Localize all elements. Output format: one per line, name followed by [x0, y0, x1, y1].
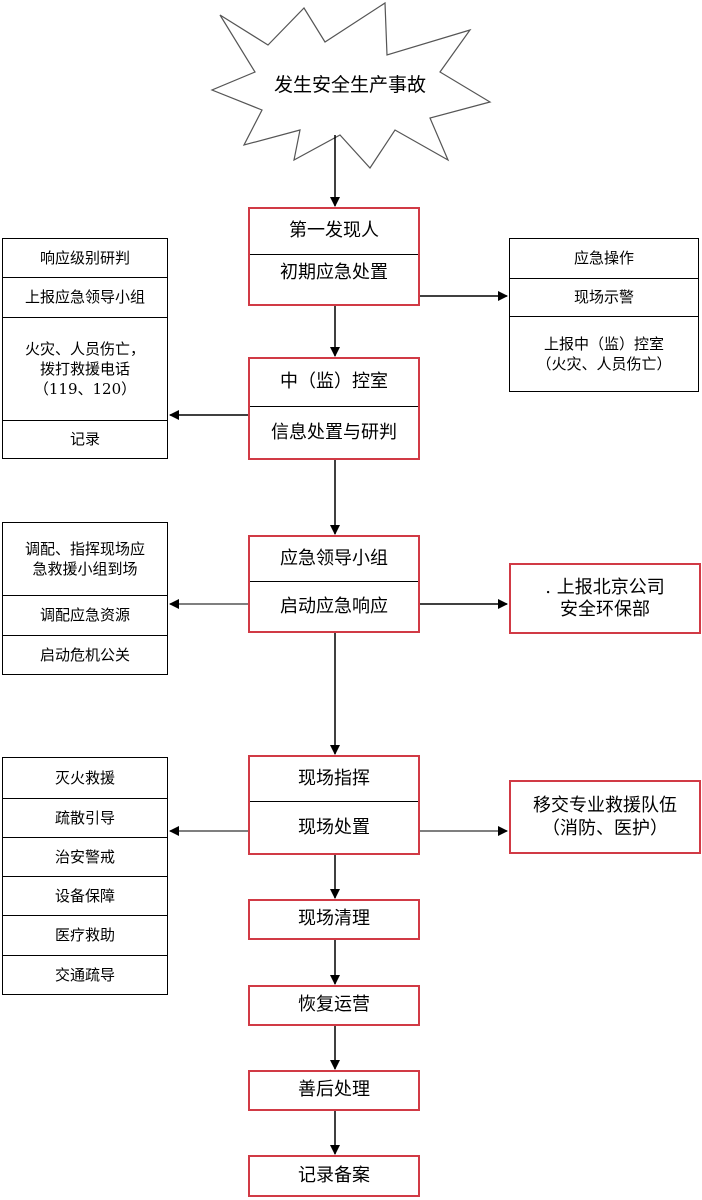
step-subtitle: 初期应急处置 — [250, 254, 418, 306]
step-title: 恢复运营 — [298, 994, 370, 1016]
step-site-cleanup: 现场清理 — [248, 899, 420, 940]
action-item: 医疗救助 — [3, 915, 167, 955]
action-item: 火灾、人员伤亡， 拨打救援电话 （119、120） — [3, 317, 167, 420]
step-title: 第一发现人 — [289, 220, 379, 242]
first-finder-actions-box: 应急操作 现场示警 上报中（监）控室 （火灾、人员伤亡） — [509, 238, 699, 392]
handover-rescue-box: 移交专业救援队伍 （消防、医护） — [509, 780, 701, 854]
action-item: 记录 — [3, 420, 167, 458]
step-record-filing: 记录备案 — [248, 1155, 420, 1197]
handover-rescue-label: 移交专业救援队伍 （消防、医护） — [533, 794, 677, 839]
start-starburst-shape — [210, 1, 492, 169]
action-item: 调配应急资源 — [3, 595, 167, 635]
action-item: 上报应急领导小组 — [3, 277, 167, 317]
step-title: 现场清理 — [298, 908, 370, 930]
action-item: 交通疏导 — [3, 955, 167, 994]
action-item: 现场示警 — [510, 278, 698, 316]
action-item: 治安警戒 — [3, 837, 167, 876]
action-item: 上报中（监）控室 （火灾、人员伤亡） — [510, 316, 698, 391]
action-item: 应急操作 — [573, 249, 634, 268]
report-beijing-box: . 上报北京公司 安全环保部 — [509, 563, 701, 634]
report-beijing-label: . 上报北京公司 安全环保部 — [545, 576, 665, 620]
step-subtitle: 信息处置与研判 — [250, 406, 418, 460]
step-aftermath: 善后处理 — [248, 1070, 420, 1111]
action-item: 设备保障 — [3, 876, 167, 915]
action-item: 疏散引导 — [3, 798, 167, 837]
step-title: 应急领导小组 — [280, 547, 388, 569]
step-onsite-command: 现场指挥 现场处置 — [248, 755, 420, 855]
step-subtitle: 现场处置 — [250, 801, 418, 855]
action-item: 启动危机公关 — [3, 635, 167, 674]
step-first-finder: 第一发现人 初期应急处置 — [248, 207, 420, 306]
action-item: 响应级别研判 — [39, 248, 130, 267]
step-subtitle: 启动应急响应 — [250, 581, 418, 633]
step-title: 中（监）控室 — [280, 371, 388, 393]
action-item: 灭火救援 — [54, 768, 115, 787]
action-item: 调配、指挥现场应 急救援小组到场 — [24, 539, 145, 578]
step-title: 记录备案 — [298, 1164, 370, 1186]
step-resume-operations: 恢复运营 — [248, 985, 420, 1026]
step-control-room: 中（监）控室 信息处置与研判 — [248, 357, 420, 460]
onsite-actions-box: 灭火救援 疏散引导 治安警戒 设备保障 医疗救助 交通疏导 — [2, 757, 168, 995]
step-title: 现场指挥 — [298, 767, 370, 789]
step-title: 善后处理 — [298, 1079, 370, 1101]
start-event-label: 发生安全生产事故 — [273, 74, 426, 96]
step-emergency-leadership: 应急领导小组 启动应急响应 — [248, 535, 420, 633]
leader-actions-box: 调配、指挥现场应 急救援小组到场 调配应急资源 启动危机公关 — [2, 522, 168, 675]
control-room-actions-box: 响应级别研判 上报应急领导小组 火灾、人员伤亡， 拨打救援电话 （119、120… — [2, 238, 168, 459]
